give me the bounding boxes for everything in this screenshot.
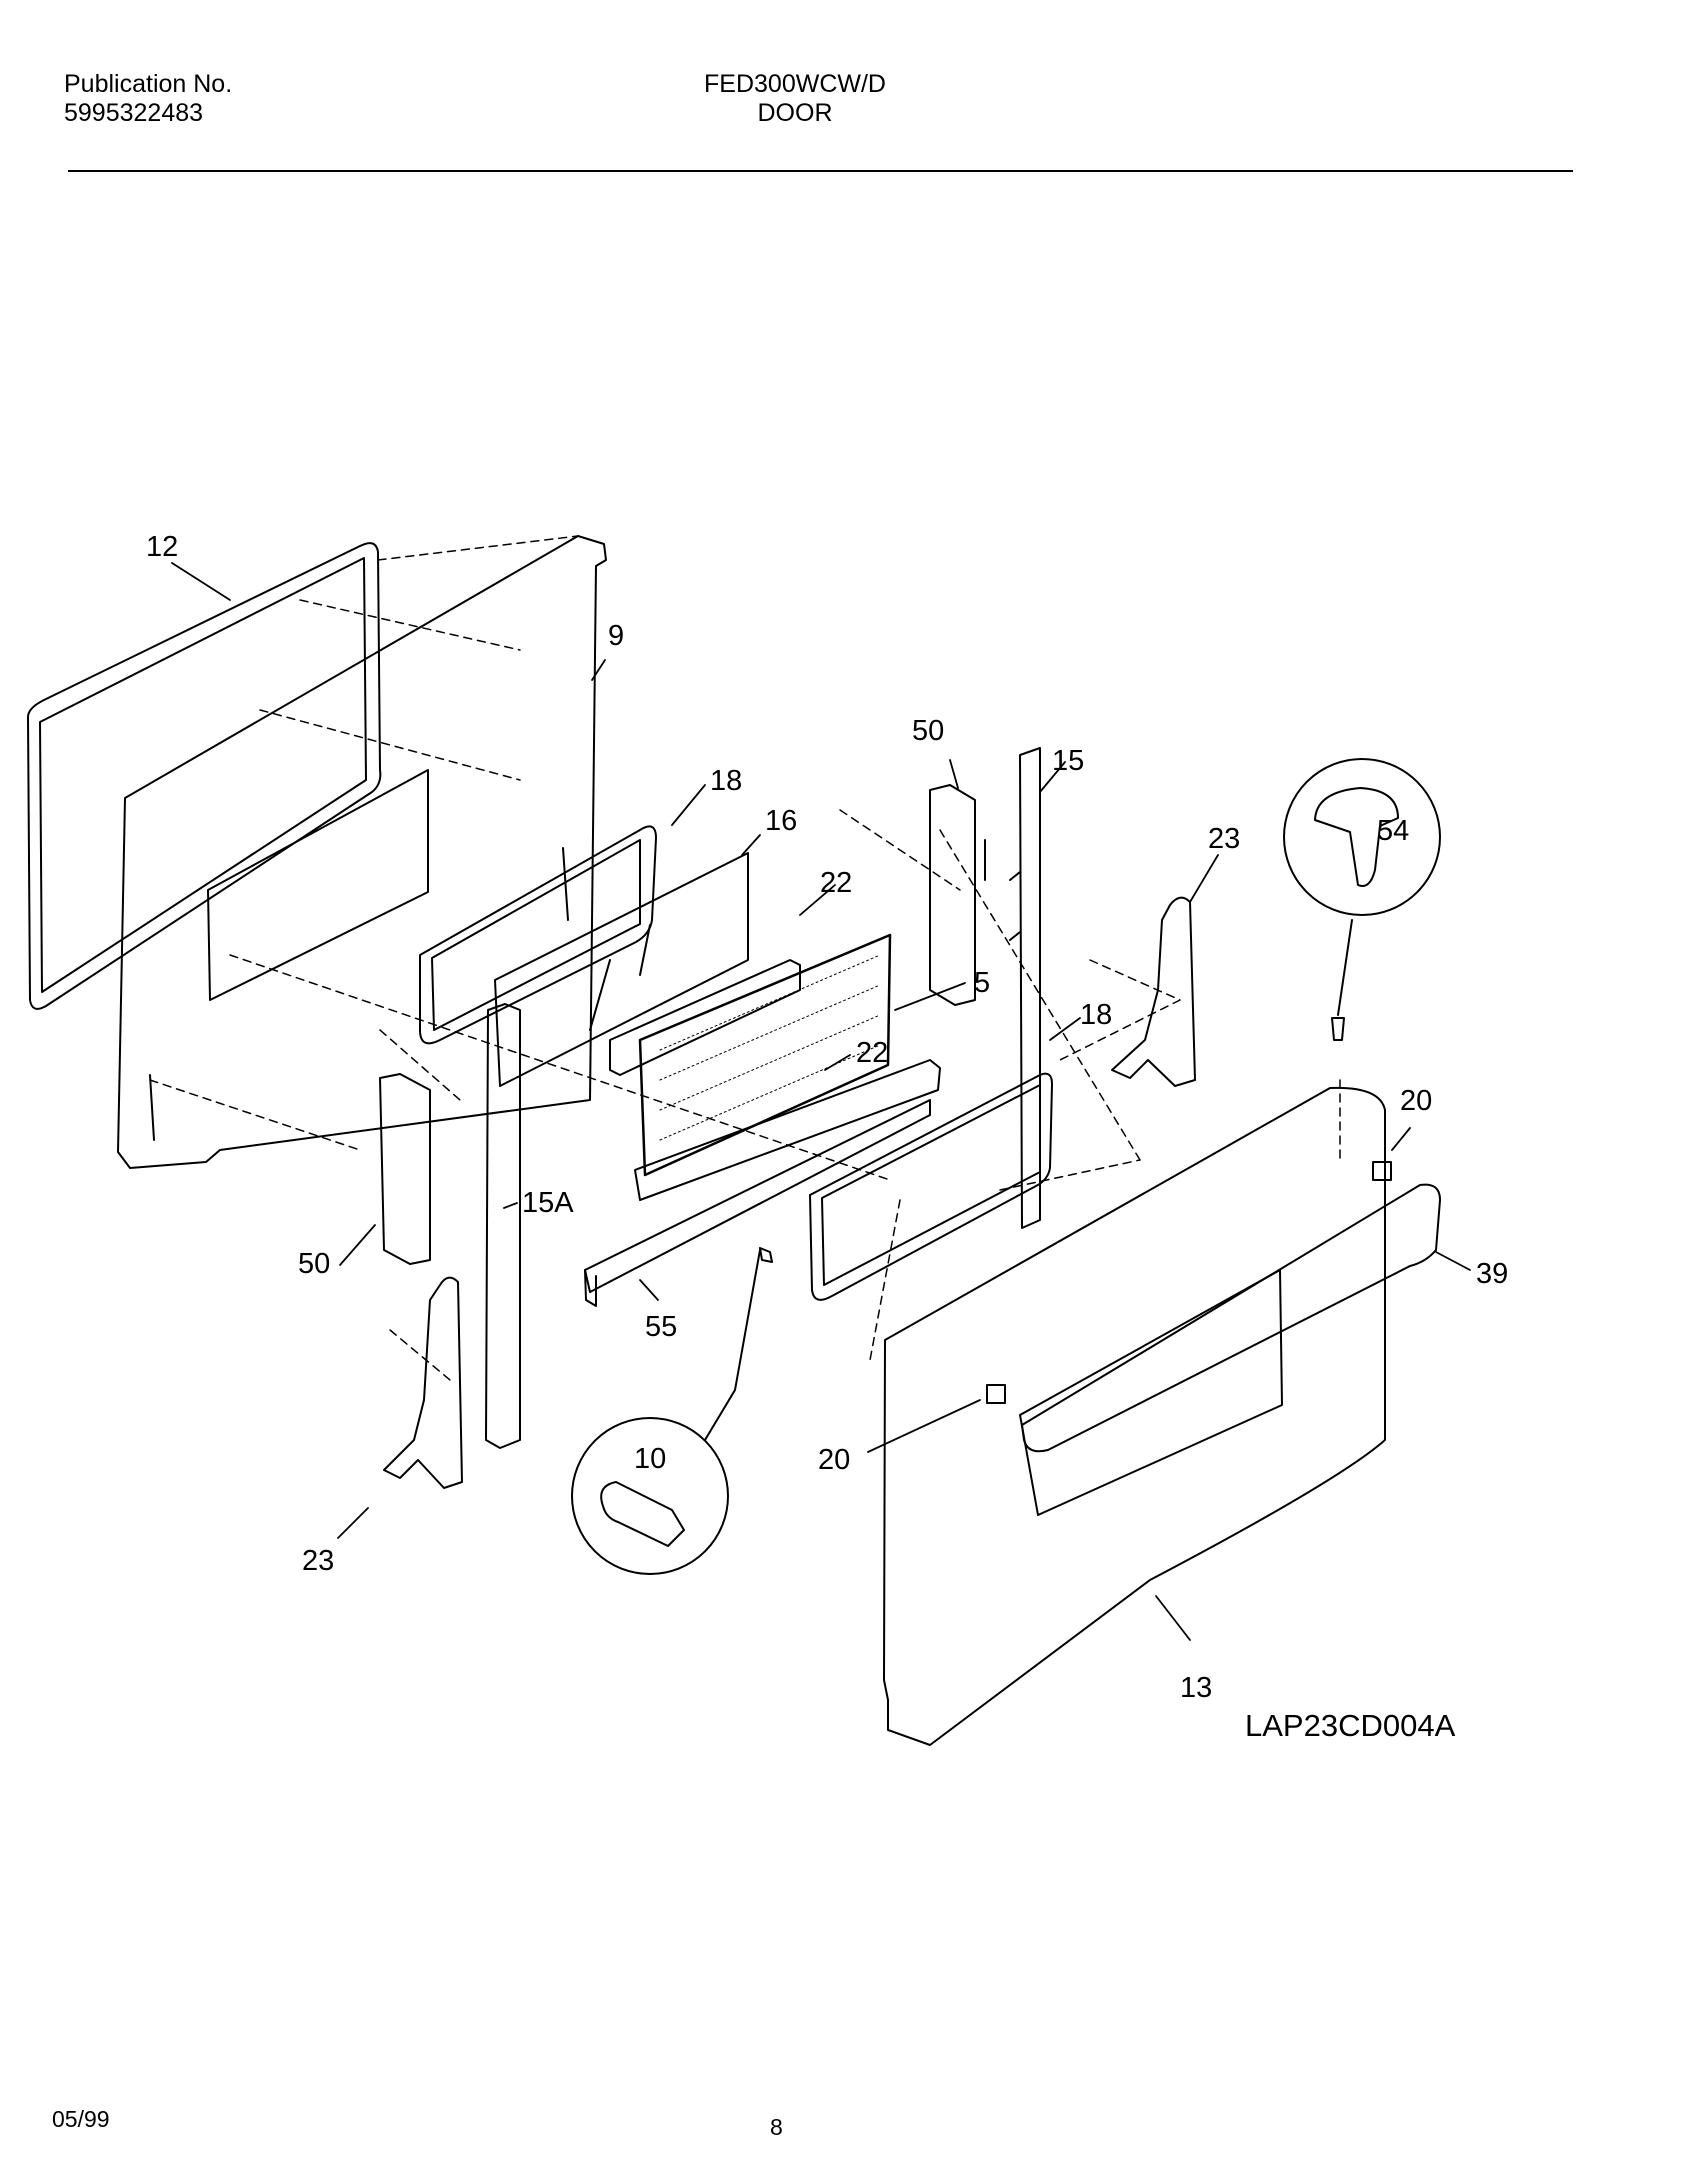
leader-lines [171,562,1471,1641]
section-title: DOOR [757,99,833,127]
callout-23-left: 23 [302,1545,334,1577]
callout-16: 16 [765,805,797,837]
handle-mount-right-part [1372,1161,1392,1181]
callout-54: 54 [1377,815,1409,847]
handle-mount-left-part [986,1384,1006,1404]
window-gasket-upper-part [419,825,657,1045]
callout-13: 13 [1180,1672,1212,1704]
glass-retainer-upper-part [609,959,801,1076]
callout-5: 5 [974,967,990,999]
door-gasket-part [27,542,382,1010]
hinge-left-part [383,1276,463,1489]
callout-18-upper: 18 [710,765,742,797]
callout-55: 55 [645,1311,677,1343]
footer-date: 05/99 [52,2106,110,2132]
callout-15A: 15A [522,1187,574,1219]
callout-15: 15 [1052,745,1084,777]
callout-23-right: 23 [1208,823,1240,855]
bracket-left-part [379,1073,431,1265]
callout-18-lower: 18 [1080,999,1112,1031]
side-channel-right-part [1009,747,1041,1229]
screw-54-detail [1283,758,1441,1041]
publication-number: 5995322483 [64,99,204,127]
inner-door-panel-part [117,535,607,1169]
callout-22-lower: 22 [856,1037,888,1069]
glass-retainer-lower-part [634,1059,941,1201]
page-number: 8 [770,2114,783,2140]
callout-20-right: 20 [1400,1085,1432,1117]
model-block: FED300WCW/D DOOR [690,70,900,128]
screw-10-detail [571,1247,773,1575]
side-channel-left-part [485,1003,521,1449]
callout-12: 12 [146,531,178,563]
callout-9: 9 [608,620,624,652]
bracket-right-part [929,784,986,1006]
callout-20-left: 20 [818,1444,850,1476]
hinge-channel-part [584,1099,931,1307]
drawing-id: LAP23CD004A [1245,1708,1456,1743]
alignment-lines [149,535,1341,1381]
outer-door-part [883,1086,1386,1746]
callout-10: 10 [634,1443,666,1475]
window-gasket-lower-part [809,1072,1053,1301]
callout-50-lower: 50 [298,1248,330,1280]
publication-block: Publication No. 5995322483 [64,70,232,128]
window-glass-part [494,852,749,1087]
callout-22-upper: 22 [820,867,852,899]
callout-39: 39 [1476,1258,1508,1290]
callout-50-upper: 50 [912,715,944,747]
insulation-panel-part [638,933,892,1177]
door-handle-part [1021,1183,1441,1453]
hinge-right-part [1111,896,1196,1087]
publication-label: Publication No. [64,70,233,98]
header-rule [68,170,1573,172]
callout-labels: 12 9 18 16 22 5 50 15 23 54 18 22 20 39 … [146,531,1508,1704]
model-number: FED300WCW/D [704,70,886,98]
